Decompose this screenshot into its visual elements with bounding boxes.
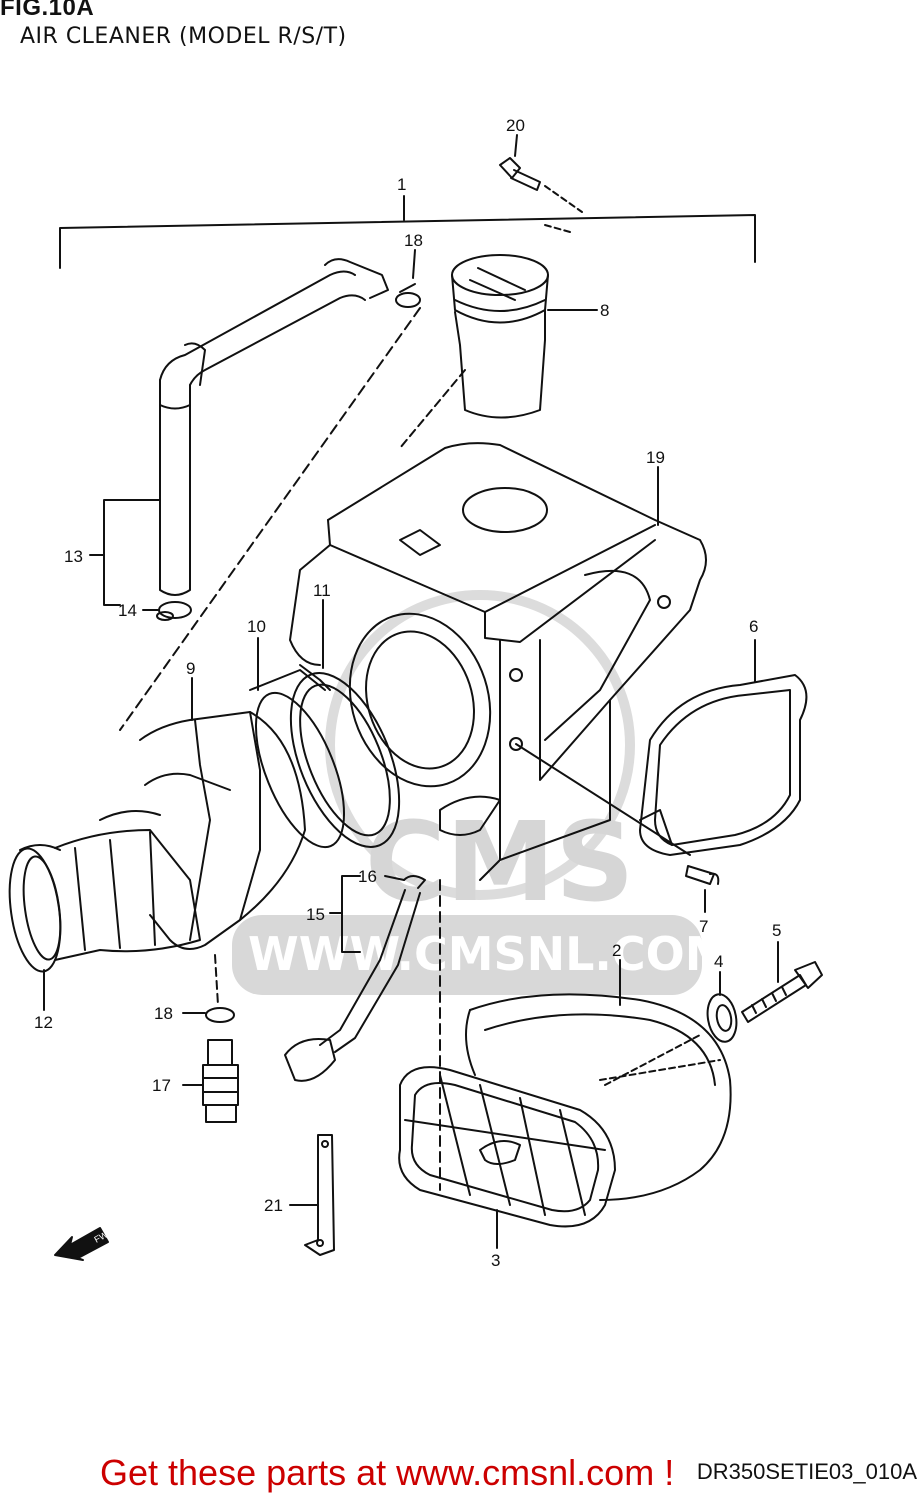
callout-21: 21 bbox=[264, 1196, 283, 1215]
callout-18-lower: 18 bbox=[154, 1004, 173, 1023]
bolt-20 bbox=[499, 157, 583, 213]
drain-plug-17 bbox=[202, 1039, 239, 1123]
side-cover-6 bbox=[639, 674, 808, 856]
joint-11 bbox=[289, 664, 401, 848]
callout-10: 10 bbox=[247, 617, 266, 636]
callout-14: 14 bbox=[118, 601, 137, 620]
clamp-14 bbox=[156, 601, 192, 621]
callout-4: 4 bbox=[714, 952, 723, 971]
leader-18-top bbox=[412, 249, 416, 279]
air-box-19 bbox=[289, 442, 707, 881]
bracket-21 bbox=[304, 1134, 335, 1256]
intake-boot-12 bbox=[8, 829, 201, 973]
bracket-13 bbox=[103, 499, 161, 606]
callout-labels: 1 2 3 4 5 6 7 8 9 10 11 12 13 14 15 16 1… bbox=[34, 116, 781, 1270]
watermark-ring bbox=[325, 590, 635, 900]
axis-wing-bolt bbox=[604, 1034, 701, 1086]
breather-hose-13 bbox=[159, 258, 389, 596]
callout-18-top: 18 bbox=[404, 231, 423, 250]
callout-13: 13 bbox=[64, 547, 83, 566]
drain-hose-15 bbox=[284, 889, 421, 1082]
callout-5: 5 bbox=[772, 921, 781, 940]
callout-9: 9 bbox=[186, 659, 195, 678]
clamp-10 bbox=[249, 669, 346, 849]
cap-axis-lower bbox=[399, 369, 466, 449]
fwd-arrow-icon bbox=[54, 1227, 109, 1261]
promo-link[interactable]: Get these parts at www.cmsnl.com ! bbox=[100, 1452, 675, 1493]
axis-plug bbox=[214, 954, 219, 1006]
filter-element-2 bbox=[465, 993, 732, 1201]
cap-axis bbox=[544, 224, 571, 233]
leader-20 bbox=[514, 134, 518, 157]
callout-7: 7 bbox=[699, 917, 708, 936]
drawing-code: DR350SETIE03_010A bbox=[696, 1459, 917, 1484]
watermark-banner bbox=[232, 915, 702, 995]
callout-3: 3 bbox=[491, 1251, 500, 1270]
wing-bolt-5 bbox=[741, 961, 823, 1023]
washer-4 bbox=[706, 993, 738, 1043]
callout-8: 8 bbox=[600, 301, 609, 320]
axis-18-top bbox=[119, 307, 421, 731]
callout-16: 16 bbox=[358, 867, 377, 886]
callout-19: 19 bbox=[646, 448, 665, 467]
callout-1: 1 bbox=[397, 175, 406, 194]
clamp-18-lower bbox=[205, 1007, 235, 1023]
callout-12: 12 bbox=[34, 1013, 53, 1032]
clamp-18-top bbox=[395, 283, 421, 308]
intake-cap-8 bbox=[451, 254, 549, 419]
watermark: CMS WWW.CMSNL.COM bbox=[232, 590, 731, 995]
clamp-16 bbox=[403, 875, 426, 889]
assembly-bracket bbox=[59, 214, 756, 269]
intake-duct-9 bbox=[99, 711, 306, 950]
watermark-url-text: WWW.CMSNL.COM bbox=[248, 927, 731, 981]
figure-subtitle: AIR CLEANER (MODEL R/S/T) bbox=[20, 24, 347, 49]
callout-17: 17 bbox=[152, 1076, 171, 1095]
filter-cage-3 bbox=[398, 1066, 616, 1228]
figure-title: FIG.10A bbox=[0, 0, 95, 21]
leader-16 bbox=[384, 875, 405, 881]
callout-20: 20 bbox=[506, 116, 525, 135]
callout-6: 6 bbox=[749, 617, 758, 636]
screw-7 bbox=[685, 865, 720, 885]
callout-11: 11 bbox=[313, 581, 331, 600]
callout-15: 15 bbox=[306, 905, 325, 924]
callout-2: 2 bbox=[612, 941, 621, 960]
